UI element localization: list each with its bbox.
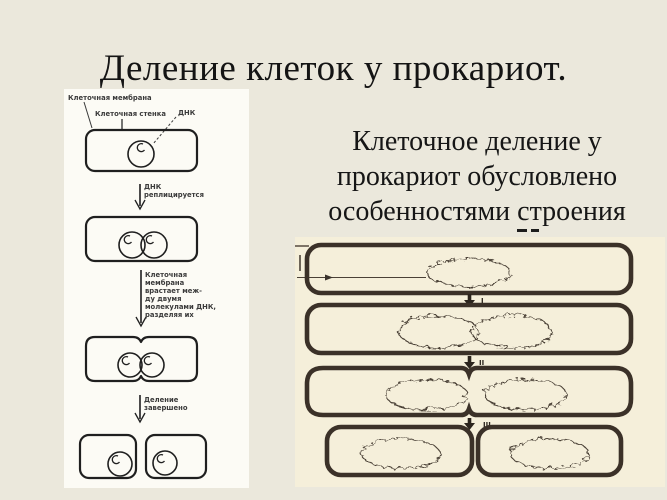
membrane-leader-line bbox=[83, 101, 93, 129]
step1-label-line2: реплицируется bbox=[144, 191, 204, 199]
fission-daughter-cells bbox=[324, 424, 624, 478]
step1-arrow bbox=[134, 184, 146, 211]
step2-label-line4: ду двумя bbox=[145, 295, 181, 303]
stage-label-1: I bbox=[481, 297, 484, 305]
body-text-line: особенностями строения bbox=[328, 196, 626, 227]
prokaryote-division-diagram: Клеточная мембрана Клеточная стенка ДНК … bbox=[64, 89, 249, 488]
fission-figure-svg: I II bbox=[295, 242, 634, 478]
cell-stage-2 bbox=[84, 215, 199, 263]
nucleoid-1 bbox=[424, 256, 510, 286]
clipped-text-fragment bbox=[531, 229, 539, 232]
step2-label-line3: врастает меж- bbox=[145, 287, 202, 295]
body-text: Клеточное деление у прокариот обусловлен… bbox=[288, 124, 666, 229]
cell-stage-3 bbox=[84, 335, 199, 383]
cell-stage-1 bbox=[84, 128, 199, 173]
step2-label-line5: молекулами ДНК, bbox=[145, 303, 216, 311]
clipped-text-fragment bbox=[517, 229, 527, 232]
step3-label-line2: завершено bbox=[144, 404, 188, 412]
step2-arrow bbox=[135, 270, 147, 328]
fission-cell-3 bbox=[304, 365, 634, 418]
stage-arrow-2 bbox=[464, 356, 475, 369]
daughter-cells bbox=[78, 433, 208, 480]
step3-arrow bbox=[134, 395, 146, 424]
nucleoid-2 bbox=[396, 313, 551, 347]
step3-label-line1: Деление bbox=[144, 396, 179, 404]
step1-label-line1: ДНК bbox=[144, 183, 162, 191]
daughter-nucleoids bbox=[359, 436, 588, 468]
binary-fission-figure: I II bbox=[295, 237, 665, 487]
dna-label: ДНК bbox=[178, 109, 196, 117]
fission-cell-1 bbox=[304, 242, 634, 296]
stage-label-2: II bbox=[479, 359, 484, 367]
stage-label-3: III bbox=[483, 421, 491, 429]
dna-leader-line bbox=[152, 116, 177, 145]
step2-label-line1: Клеточная bbox=[145, 271, 187, 279]
body-text-line: прокариот обусловлено bbox=[336, 161, 618, 192]
step2-label-line6: разделяя их bbox=[145, 311, 194, 319]
stage-arrow-3 bbox=[464, 418, 475, 430]
slide-title: Деление клеток у прокариот. bbox=[99, 47, 568, 89]
wall-label: Клеточная стенка bbox=[95, 110, 166, 118]
body-text-line: Клеточное деление у bbox=[352, 126, 602, 157]
leader-lines bbox=[295, 245, 426, 278]
nucleoid-3 bbox=[383, 377, 566, 409]
leader-arrowhead bbox=[325, 274, 333, 281]
fission-cell-2 bbox=[304, 302, 634, 356]
membrane-label: Клеточная мембрана bbox=[68, 94, 152, 102]
division-diagram-svg: Клеточная мембрана Клеточная стенка ДНК … bbox=[68, 94, 216, 480]
step2-label-line2: мембрана bbox=[145, 279, 185, 287]
